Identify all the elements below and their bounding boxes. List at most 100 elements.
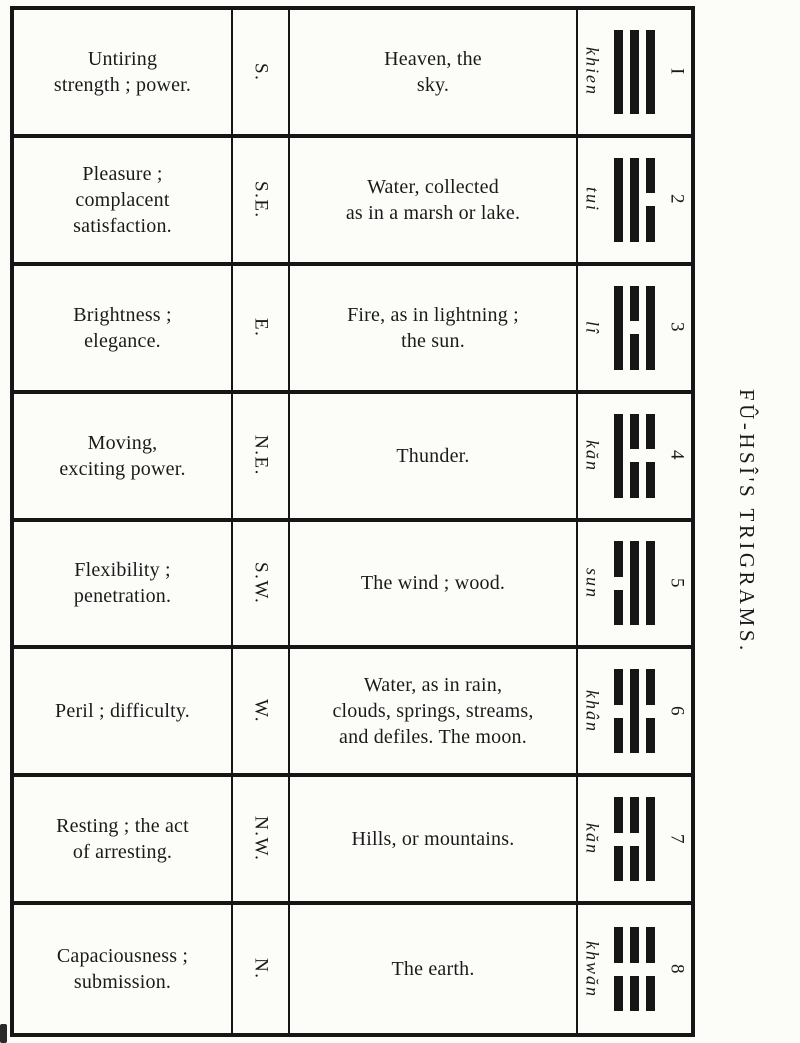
trigram-line-solid [645, 797, 655, 882]
attributes-cell: Brightness ; elegance. [14, 265, 233, 390]
trigram-line-solid [629, 29, 639, 114]
trigram-cell: khwăn 8 [578, 905, 691, 1033]
phenomena-cell: The wind ; wood. [290, 521, 578, 646]
trigram-cell: lî 3 [578, 266, 691, 390]
trigram-name: tui [582, 187, 603, 213]
trigram-line-solid [645, 285, 655, 370]
table-row: Resting ; the act of arresting. N.W. Hil… [14, 777, 691, 906]
attributes-cell: Capaciousness ; submission. [14, 905, 233, 1033]
trigram-icon [613, 157, 655, 242]
attributes-cell: Pleasure ; complacent satisfaction. [14, 137, 233, 262]
table-row: Moving, exciting power. N.E. Thunder. kă… [14, 393, 691, 522]
trigram-icon [613, 669, 655, 754]
direction-cell: E. [233, 265, 290, 390]
trigrams-table: Untiring strength ; power. S. Heaven, th… [10, 6, 695, 1037]
phenomena-cell: Water, collected as in a marsh or lake. [290, 137, 578, 262]
trigram-cell: khien I [578, 10, 691, 134]
table-row: Brightness ; elegance. E. Fire, as in li… [14, 265, 691, 394]
trigram-line-broken [629, 797, 639, 882]
direction-cell: S.W. [233, 521, 290, 646]
attributes-cell: Peril ; difficulty. [14, 649, 233, 774]
phenomena-cell: Thunder. [290, 393, 578, 518]
trigram-icon [613, 285, 655, 370]
direction-label: N. [250, 958, 272, 980]
trigram-line-solid [613, 285, 623, 370]
trigram-line-broken [613, 669, 623, 754]
trigram-line-broken [645, 157, 655, 242]
trigram-cell: khân 6 [578, 649, 691, 773]
trigram-line-broken [613, 797, 623, 882]
trigram-line-broken [613, 541, 623, 626]
trigram-number: I [666, 68, 688, 76]
trigram-icon [613, 413, 655, 498]
trigram-line-solid [629, 669, 639, 754]
trigram-line-solid [613, 413, 623, 498]
phenomena-cell: Fire, as in lightning ; the sun. [290, 265, 578, 390]
direction-cell: N.E. [233, 393, 290, 518]
trigram-icon [613, 927, 655, 1012]
trigram-name: kăn [582, 439, 603, 472]
trigram-line-broken [613, 927, 623, 1012]
table-row: Capaciousness ; submission. N. The earth… [14, 905, 691, 1033]
trigram-number: 4 [666, 450, 688, 462]
trigram-line-solid [629, 157, 639, 242]
direction-label: S.E. [250, 180, 272, 219]
trigram-line-broken [629, 285, 639, 370]
trigram-cell: kăn 4 [578, 394, 691, 518]
trigram-number: 5 [666, 577, 688, 589]
trigram-line-solid [629, 541, 639, 626]
trigram-line-broken [629, 413, 639, 498]
table-row: Pleasure ; complacent satisfaction. S.E.… [14, 137, 691, 266]
trigram-line-solid [645, 541, 655, 626]
phenomena-cell: Hills, or mountains. [290, 777, 578, 902]
trigram-line-solid [613, 157, 623, 242]
direction-label: N.W. [250, 816, 272, 862]
table-row: Untiring strength ; power. S. Heaven, th… [14, 10, 691, 138]
direction-label: N.E. [250, 435, 272, 476]
trigram-line-broken [645, 927, 655, 1012]
trigram-line-solid [613, 29, 623, 114]
direction-cell: N. [233, 905, 290, 1033]
direction-cell: W. [233, 649, 290, 774]
attributes-cell: Resting ; the act of arresting. [14, 777, 233, 902]
trigram-name: khwăn [582, 940, 603, 998]
direction-cell: N.W. [233, 777, 290, 902]
trigram-cell: kăn 7 [578, 777, 691, 901]
direction-label: W. [250, 699, 272, 724]
trigram-icon [613, 797, 655, 882]
trigram-number: 8 [666, 963, 688, 975]
trigram-name: sun [582, 567, 603, 599]
attributes-cell: Untiring strength ; power. [14, 10, 233, 134]
page-title: FÛ-HSÎ'S TRIGRAMS. [735, 389, 759, 654]
trigram-name: lî [582, 320, 603, 335]
direction-cell: S.E. [233, 137, 290, 262]
trigram-name: kăn [582, 823, 603, 856]
trigram-name: khien [582, 47, 603, 97]
attributes-cell: Flexibility ; penetration. [14, 521, 233, 646]
table-row: Peril ; difficulty. W. Water, as in rain… [14, 649, 691, 778]
trigram-name: khân [582, 689, 603, 733]
trigram-icon [613, 541, 655, 626]
trigram-cell: tui 2 [578, 138, 691, 262]
direction-cell: S. [233, 10, 290, 134]
trigram-line-broken [629, 927, 639, 1012]
direction-label: E. [250, 318, 272, 338]
trigram-number: 3 [666, 322, 688, 334]
trigram-number: 6 [666, 705, 688, 717]
trigram-line-solid [645, 29, 655, 114]
trigram-cell: sun 5 [578, 522, 691, 646]
direction-label: S.W. [250, 562, 272, 605]
side-title-container: FÛ-HSÎ'S TRIGRAMS. [693, 0, 800, 1043]
phenomena-cell: Water, as in rain, clouds, springs, stre… [290, 649, 578, 774]
trigram-icon [613, 29, 655, 114]
direction-label: S. [250, 62, 272, 82]
phenomena-cell: Heaven, the sky. [290, 10, 578, 134]
trigram-line-broken [645, 413, 655, 498]
trigram-number: 2 [666, 194, 688, 206]
table-row: Flexibility ; penetration. S.W. The wind… [14, 521, 691, 650]
attributes-cell: Moving, exciting power. [14, 393, 233, 518]
trigram-line-broken [645, 669, 655, 754]
phenomena-cell: The earth. [290, 905, 578, 1033]
scan-artifact [0, 1024, 7, 1043]
trigram-number: 7 [666, 833, 688, 845]
